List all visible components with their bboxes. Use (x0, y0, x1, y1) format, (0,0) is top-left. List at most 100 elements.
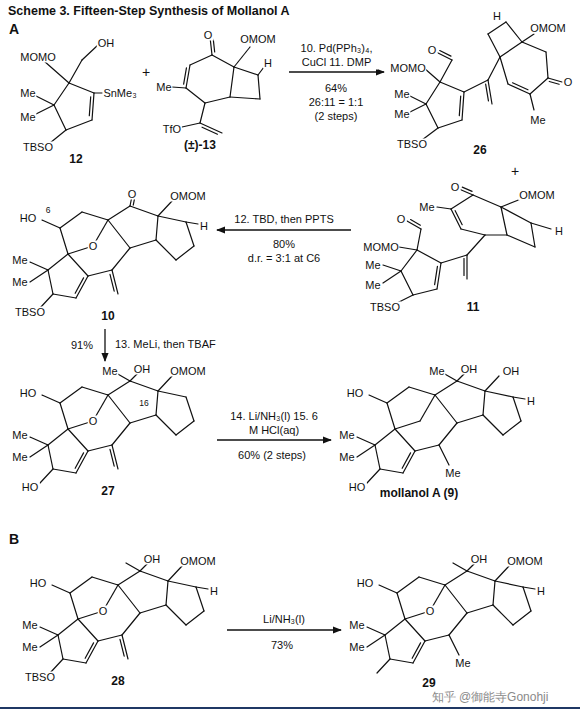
bond-line (383, 265, 401, 271)
bond-line (531, 223, 535, 247)
bond-line (415, 445, 439, 451)
bond-line (92, 577, 118, 585)
atom-label: Me (21, 642, 38, 653)
atom-label: HO (19, 388, 38, 399)
atom-label: O (98, 606, 109, 617)
bond-line (122, 635, 128, 659)
bond-line (417, 250, 441, 263)
atom-label: O (563, 77, 574, 88)
bond-line (48, 254, 68, 270)
bond-line (60, 387, 82, 403)
bond-line (493, 581, 495, 605)
bond-line (501, 207, 507, 235)
bond-line (230, 97, 260, 99)
atom-label: TBSO (369, 302, 401, 313)
bond-line (459, 96, 460, 116)
bond-line (385, 619, 405, 635)
atom-label: HO (348, 482, 367, 493)
bond-line (60, 212, 82, 228)
bond-line (58, 619, 78, 635)
bond-line (440, 60, 452, 82)
atom-label: O (127, 189, 138, 200)
atom-label: OH (133, 364, 152, 375)
bond-line (397, 593, 405, 619)
atom-label: Me (364, 260, 381, 271)
bond-line (457, 381, 485, 391)
bond-line (158, 376, 172, 391)
bond-line (485, 376, 499, 391)
bond-line (441, 255, 467, 263)
atom-label: HO (29, 578, 48, 589)
bond-line (58, 635, 63, 659)
compound-number: 27 (100, 485, 115, 497)
atom-label: OH (502, 366, 521, 377)
atom-label: Me (11, 452, 28, 463)
bond-line (158, 391, 186, 397)
bond-line (186, 222, 194, 246)
yield-note: (2 steps) (314, 110, 359, 122)
bond-line (467, 605, 493, 613)
bond-line (500, 42, 522, 57)
atom-label: O (396, 214, 407, 225)
bond-line (168, 566, 182, 581)
reaction-arrow (289, 71, 384, 72)
bond-line (140, 605, 166, 613)
bond-line (409, 387, 435, 395)
bond-line (40, 469, 53, 483)
atom-label: Me (348, 642, 365, 653)
bond-line (445, 585, 467, 613)
reagent-label: 10. Pd(PPh₃)₄, CuCl 11. DMP (296, 42, 378, 70)
bond-line (405, 619, 425, 641)
bond-line (522, 42, 546, 52)
atom-label: Me (19, 88, 36, 99)
compound-number: 29 (421, 677, 436, 689)
bond-line (399, 247, 417, 250)
atom-label: OMOM (529, 23, 566, 34)
bond-line (503, 421, 521, 435)
atom-label: Me (454, 658, 471, 669)
bond-line (40, 635, 58, 647)
bond-line (108, 220, 130, 248)
atom-label: TfO (162, 124, 182, 135)
bond-line (523, 587, 531, 611)
atom-label: OMOM (169, 191, 206, 202)
bond-line (76, 451, 88, 473)
bond-line (380, 469, 403, 473)
atom-label: H (526, 396, 536, 407)
bond-line (466, 255, 467, 279)
atom-label: Me (11, 255, 28, 266)
bond-line (98, 635, 122, 641)
bond-line (401, 271, 413, 295)
bond-line (485, 234, 507, 235)
bond-line (375, 429, 395, 445)
bond-line (30, 262, 48, 270)
bond-line (82, 45, 98, 60)
bond-line (205, 97, 230, 103)
bond-line (439, 423, 457, 445)
atom-label: Me (428, 366, 445, 377)
bond-line (202, 127, 217, 134)
bond-line (530, 94, 534, 110)
panel-letter: B (8, 532, 20, 547)
atom-label: TBSO (24, 672, 56, 683)
bond-line (449, 635, 459, 655)
bond-line (186, 397, 194, 421)
atom-label: MOMO (389, 63, 426, 74)
reaction-arrow (227, 629, 341, 630)
compound-number: 12 (68, 153, 83, 165)
bond-line (425, 635, 449, 641)
bond-line (397, 577, 419, 593)
watermark: 知乎 @御能寺Gonohji (431, 691, 550, 704)
bond-line (176, 246, 194, 260)
bond-line (168, 581, 196, 587)
bond-line (258, 75, 260, 99)
compound-structure: OHOMOMHOOHMeMeMe29 (345, 555, 550, 690)
bond-line (184, 68, 187, 84)
bond-line (156, 216, 158, 240)
bond-line (60, 228, 68, 254)
bond-line (375, 445, 380, 469)
yield-note: 73% (270, 639, 294, 651)
bond-line (186, 611, 204, 625)
bond-line (108, 206, 130, 220)
bond-line (453, 563, 467, 571)
